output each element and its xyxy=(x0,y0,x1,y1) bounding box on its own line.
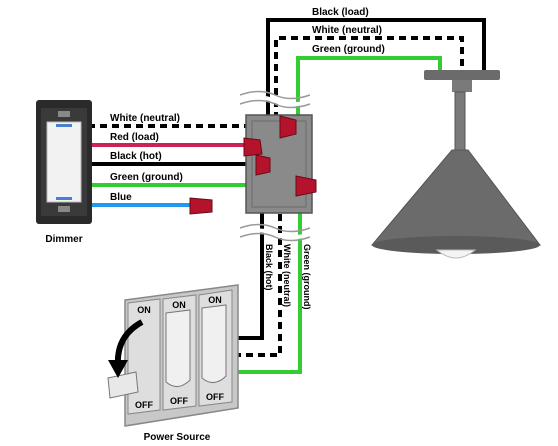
dimmer-rocker xyxy=(46,121,82,203)
label-off-1: OFF xyxy=(135,400,153,410)
wire-break-marks xyxy=(239,90,311,242)
label-on-1: ON xyxy=(137,305,151,315)
fixture-stem xyxy=(454,91,466,151)
label-blue: Blue xyxy=(110,192,132,203)
wire-nut-neutral xyxy=(279,115,297,139)
label-on-3: ON xyxy=(208,295,222,305)
label-dimmer: Dimmer xyxy=(45,234,82,245)
black-hot-down-wire xyxy=(232,170,264,340)
breaker-panel xyxy=(107,284,239,427)
label-on-2: ON xyxy=(172,300,186,310)
wire-nut-hot xyxy=(255,154,271,176)
fixture-shade xyxy=(370,149,542,246)
wire-nuts xyxy=(189,115,317,215)
label-white-neutral-top: White (neutral) xyxy=(312,25,382,36)
label-black-load-top: Black (load) xyxy=(312,7,369,18)
breaker-toggle-1 xyxy=(107,371,139,399)
black-load-wire xyxy=(266,18,486,130)
label-power-source: Power Source xyxy=(144,432,211,443)
breaker-toggle-2 xyxy=(165,309,191,387)
labels: Black (load) White (neutral) Green (grou… xyxy=(45,7,384,443)
wires xyxy=(88,18,486,374)
dimmer xyxy=(36,100,92,224)
white-neutral-top-wire xyxy=(274,36,464,155)
green-ground-down-wire xyxy=(232,185,302,374)
fixture-canopy xyxy=(424,70,500,80)
label-green-ground-vertical: Green (ground) xyxy=(302,244,312,310)
pendant-light xyxy=(370,70,542,259)
wire-nut-blue xyxy=(189,197,213,215)
green-ground-top-wire xyxy=(296,56,442,185)
wire-nut-ground xyxy=(295,175,317,197)
label-white-neutral-vertical: White (neutral) xyxy=(282,244,292,307)
label-red-load: Red (load) xyxy=(110,132,159,143)
breaker-toggle-3 xyxy=(201,304,227,383)
label-green-ground-top: Green (ground) xyxy=(312,44,385,55)
label-black-hot-left: Black (hot) xyxy=(110,151,162,162)
fixture-bulb xyxy=(435,249,477,259)
label-off-3: OFF xyxy=(206,392,224,402)
wire-nut-load xyxy=(243,137,263,157)
label-white-neutral-left: White (neutral) xyxy=(110,113,180,124)
label-off-2: OFF xyxy=(170,396,188,406)
label-green-ground-left: Green (ground) xyxy=(110,172,183,183)
label-black-hot-vertical: Black (hot) xyxy=(264,244,274,291)
